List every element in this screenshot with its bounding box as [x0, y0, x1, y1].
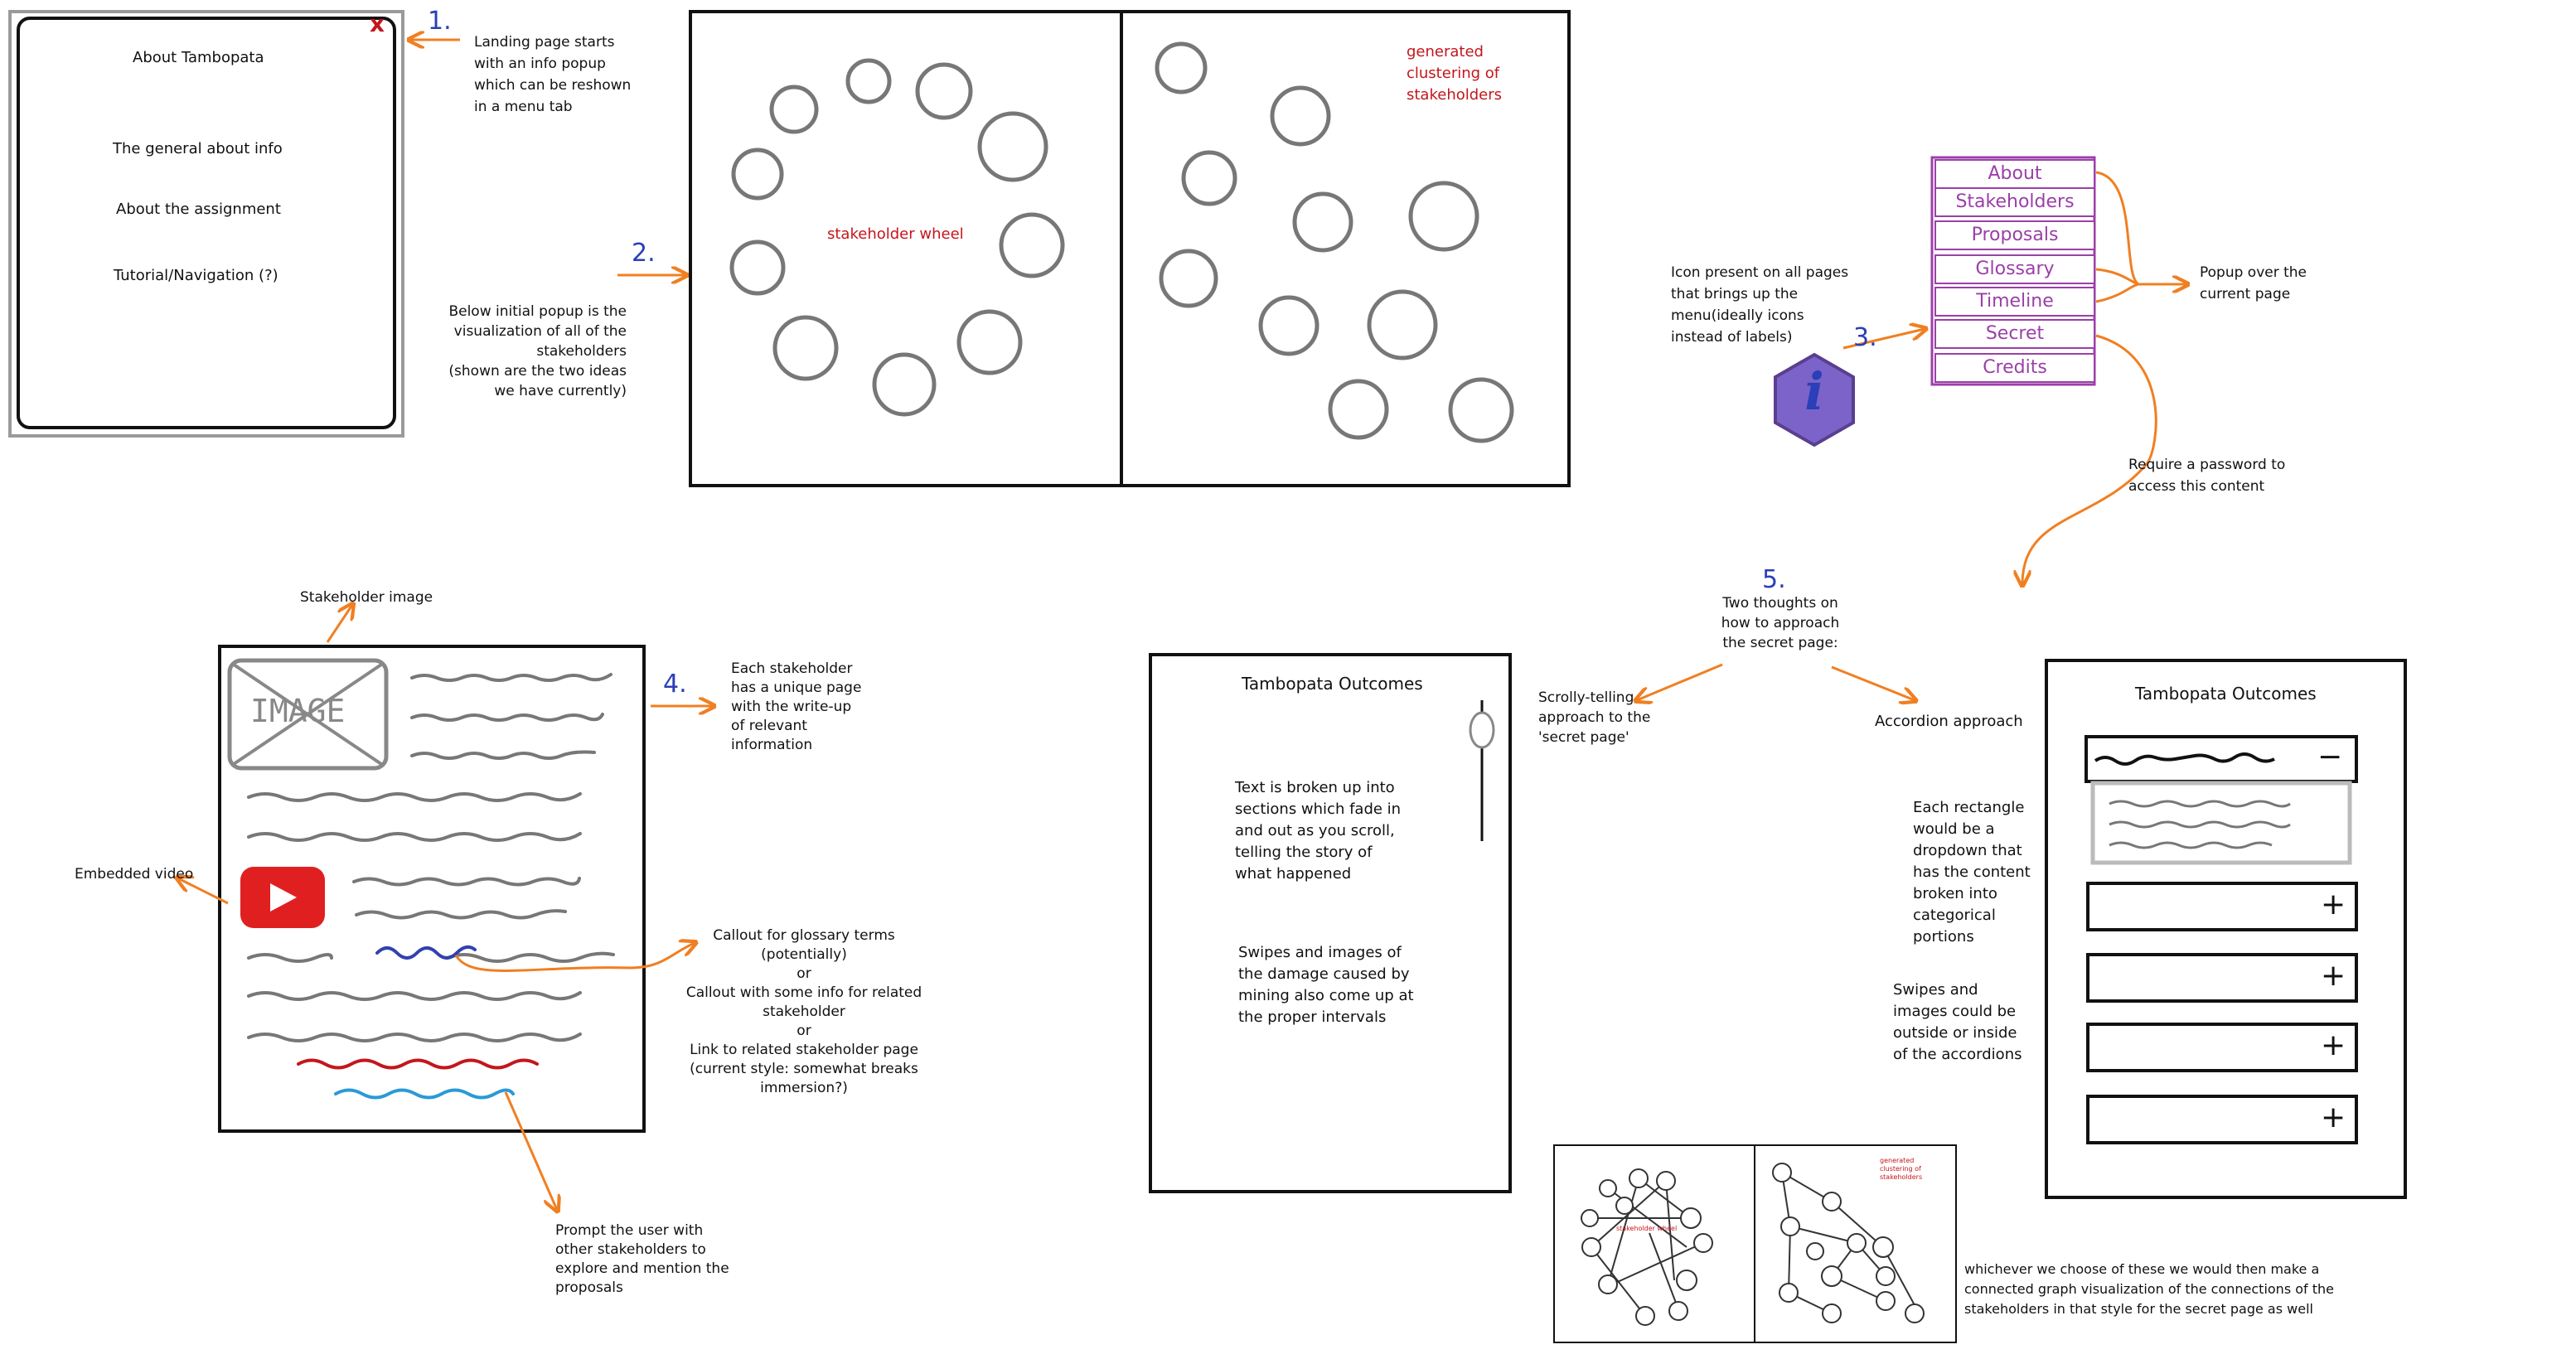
accordion-title: Tambopata Outcomes [2135, 684, 2317, 704]
step1-note: Landing page starts with an info popup w… [474, 34, 632, 115]
glossary-term-link [375, 945, 477, 960]
menu-item-timeline[interactable]: Timeline [1934, 287, 2095, 317]
arrow-step3 [1842, 329, 1925, 350]
graph-wheel-nodes [1581, 1168, 1713, 1326]
step2-number: 2. [632, 239, 656, 268]
accordion-section-2 [2086, 882, 2358, 931]
graph-wheel-label: stakeholder wheel [1616, 1225, 1678, 1232]
blue-scribble [334, 1088, 515, 1100]
arrow-accordion [1831, 665, 1915, 700]
popup-line-general: The general about info [113, 140, 283, 157]
accordion-expand-icon-4[interactable]: + [2321, 1028, 2346, 1062]
image-placeholder-label: IMAGE [250, 693, 346, 729]
step5-number: 5. [1762, 565, 1786, 594]
step4-note: Each stakeholder has a unique page with … [731, 660, 862, 753]
visualization-box [689, 10, 1571, 487]
cluster-circles [1155, 41, 1514, 443]
stakeholder-image-note: Stakeholder image [300, 589, 433, 606]
accordion-label: Accordion approach [1875, 713, 2023, 730]
popup-close-icon[interactable]: x [370, 10, 385, 37]
arrow-image [326, 605, 352, 643]
graph-wheel-edges [1590, 1178, 1704, 1317]
arrow-video [178, 878, 229, 905]
arrow-callout [454, 943, 695, 972]
accordion-note-swipes: Swipes and images could be outside or in… [1893, 981, 2022, 1063]
scrolly-text-sections: Text is broken up into sections which fa… [1235, 779, 1402, 883]
arrow-menu-glossary [2095, 268, 2139, 286]
arrow-prompt [504, 1091, 557, 1210]
info-icon[interactable]: i [1804, 361, 1824, 422]
callout-note: Callout for glossary terms (potentially)… [685, 927, 922, 1096]
accordion-section-5 [2086, 1095, 2358, 1144]
arrow-scrolly [1637, 663, 1723, 700]
step2-note: Below initial popup is the visualization… [448, 303, 627, 399]
step3-number: 3. [1853, 323, 1877, 352]
arrow-secret [2022, 334, 2157, 584]
popup-inner-frame [17, 17, 396, 429]
accordion-header-scribble [2094, 752, 2275, 766]
scrolly-text-swipes: Swipes and images of the damage caused b… [1238, 944, 1414, 1026]
prompt-note: Prompt the user with other stakeholders … [555, 1222, 729, 1296]
scrolly-label: Scrolly-telling approach to the 'secret … [1538, 689, 1651, 746]
accordion-open-header [2085, 735, 2358, 783]
password-note: Require a password to access this conten… [2128, 457, 2286, 495]
step3-note: Icon present on all pages that brings up… [1671, 264, 1849, 346]
scrollbar-thumb [1469, 711, 1495, 749]
popup-line-tutorial: Tutorial/Navigation (?) [114, 267, 278, 284]
graph-note: whichever we choose of these we would th… [1964, 1261, 2335, 1317]
arrow-menu-about [2095, 171, 2140, 286]
accordion-section-3 [2086, 953, 2358, 1003]
accordion-expand-icon-5[interactable]: + [2321, 1100, 2346, 1134]
menu-item-secret[interactable]: Secret [1934, 319, 2095, 349]
red-scribble [297, 1058, 539, 1070]
popup-title: About Tambopata [133, 49, 264, 66]
menu-item-stakeholders[interactable]: Stakeholders [1934, 187, 2095, 217]
menu-item-about[interactable]: About [1934, 159, 2095, 189]
scrolly-frame [1149, 653, 1512, 1193]
step4-number: 4. [663, 670, 687, 699]
scribble-lines [247, 673, 615, 1042]
menu-item-glossary[interactable]: Glossary [1934, 254, 2095, 284]
popup-over-note: Popup over the current page [2200, 264, 2307, 302]
menu-item-credits[interactable]: Credits [1934, 353, 2095, 383]
scrolly-title: Tambopata Outcomes [1242, 674, 1423, 694]
step5-note: Two thoughts on how to approach the secr… [1721, 595, 1840, 651]
graph-cluster-label: generated clustering of stakeholders [1880, 1157, 1923, 1181]
accordion-expand-icon-3[interactable]: + [2321, 959, 2346, 993]
step1-number: 1. [428, 7, 452, 36]
arrow-menu-timeline [2095, 283, 2139, 303]
graph-cluster-nodes [1772, 1163, 1925, 1323]
accordion-collapse-icon[interactable]: − [2317, 740, 2343, 774]
menu-item-proposals[interactable]: Proposals [1934, 220, 2095, 250]
accordion-expand-icon-2[interactable]: + [2321, 887, 2346, 921]
info-hexagon [1774, 352, 1855, 447]
wheel-label: stakeholder wheel [827, 225, 964, 243]
popup-line-assignment: About the assignment [116, 201, 281, 218]
accordion-section-4 [2086, 1023, 2358, 1072]
cluster-label: generated clustering of stakeholders [1407, 43, 1503, 104]
accordion-note-rectangles: Each rectangle would be a dropdown that … [1913, 799, 2031, 945]
embedded-video-note: Embedded video [75, 866, 194, 883]
wheel-circles [729, 58, 1065, 417]
